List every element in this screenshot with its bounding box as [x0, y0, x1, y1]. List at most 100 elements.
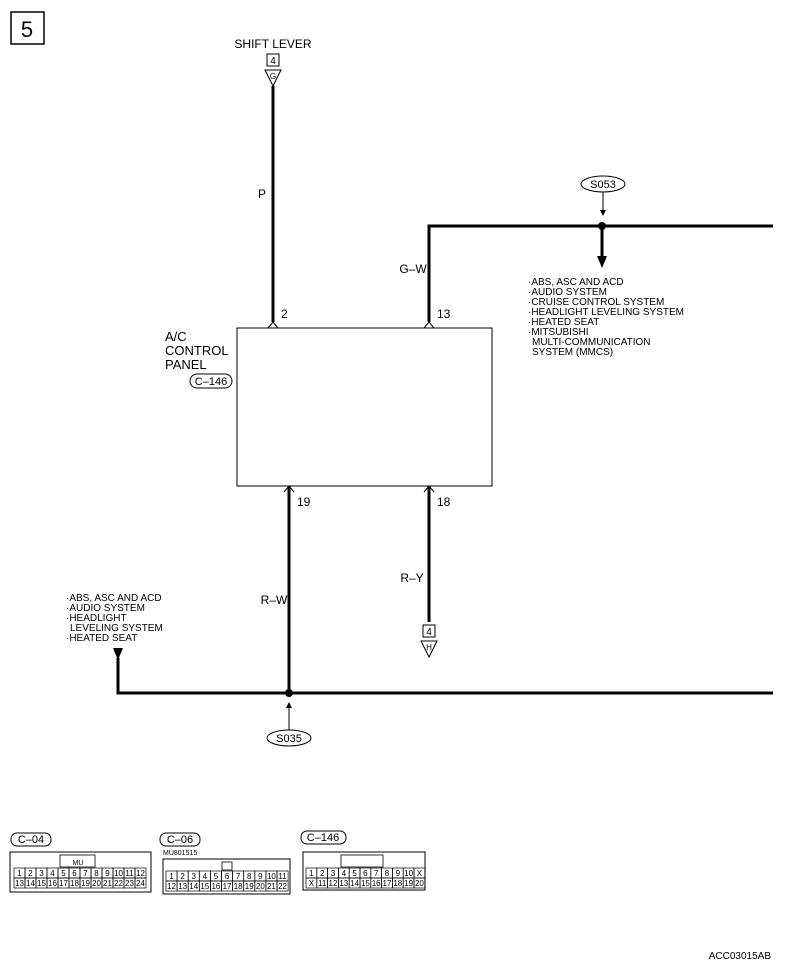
- wire-gw: [427, 224, 773, 322]
- connector-pin-label: 21: [267, 882, 276, 891]
- terminal-h-pin: H: [426, 643, 432, 652]
- pin-2-fork: [267, 321, 279, 329]
- splice-s035-label: S035: [276, 733, 302, 745]
- connector-pin-label: 18: [234, 882, 243, 891]
- connector-pin-label: 16: [48, 879, 57, 888]
- left-list-item: ·HEADLIGHT: [66, 613, 127, 624]
- connector-c-146-latch: [340, 854, 384, 868]
- left-list-item: ·HEATED SEAT: [66, 633, 137, 644]
- connector-pin-label: 6: [225, 872, 230, 881]
- connector-c-146-badge: [300, 830, 347, 845]
- wire-p-label: P: [258, 187, 266, 201]
- connector-pin-label: 19: [81, 879, 90, 888]
- connector-c-146-id: C–146: [307, 832, 339, 844]
- connector-pin-label: 5: [61, 869, 66, 878]
- connector-pin-label: 17: [223, 882, 232, 891]
- connector-pin-label: 8: [247, 872, 252, 881]
- connector-pin-label: 16: [372, 879, 381, 888]
- connector-pin-label: 4: [50, 869, 55, 878]
- wire-ry-label: R–Y: [400, 571, 423, 585]
- connector-pin-label: 11: [318, 879, 327, 888]
- connector-pin-label: 8: [94, 869, 99, 878]
- connector-c-04-badge: [10, 832, 52, 847]
- shift-lever-box-num: 4: [270, 56, 276, 67]
- connector-c-06-shell: [162, 858, 291, 895]
- connector-pin-label: 22: [278, 882, 287, 891]
- connector-pin-cell: [134, 877, 147, 889]
- terminal-h-box: [422, 624, 436, 638]
- panel-connector-badge: [189, 373, 233, 389]
- right-list-item: ·AUDIO SYSTEM: [528, 287, 607, 298]
- connector-pin-label: X: [417, 869, 423, 878]
- connector-pin-label: 19: [404, 879, 413, 888]
- shift-lever-terminal-arrow: [264, 69, 282, 88]
- pin-2-label: 2: [281, 307, 288, 321]
- connector-pin-label: 21: [103, 879, 112, 888]
- ac-control-panel-box: [236, 327, 493, 487]
- wire-gw-label: G–W: [399, 262, 427, 276]
- connector-pin-label: 20: [415, 879, 424, 888]
- panel-label-line1: A/C: [165, 329, 187, 344]
- panel-connector-id: C–146: [195, 376, 227, 388]
- connector-pin-label: 22: [114, 879, 123, 888]
- connector-pin-label: 6: [363, 869, 368, 878]
- connector-pin-label: 12: [329, 879, 338, 888]
- connector-pin-label: X: [309, 879, 315, 888]
- connector-pin-label: 8: [385, 869, 390, 878]
- right-list-item: SYSTEM (MMCS): [532, 347, 613, 358]
- connector-pin-label: 13: [178, 882, 187, 891]
- connector-pin-label: 11: [278, 872, 287, 881]
- right-list-item: MULTI-COMMUNICATION: [532, 337, 651, 348]
- connector-pin-label: 9: [258, 872, 263, 881]
- connector-pin-label: 2: [28, 869, 33, 878]
- connector-pin-cell: [413, 877, 426, 889]
- connector-c-06-id: C–06: [167, 834, 193, 846]
- terminal-h-box-num: 4: [426, 627, 432, 638]
- page-number-box: [10, 11, 45, 45]
- connector-pin-label: 18: [70, 879, 79, 888]
- splice-s035-pointer-head: [286, 702, 292, 708]
- connector-c-04-latch: [59, 854, 96, 868]
- wire-rw-label: R–W: [261, 593, 288, 607]
- connector-pin-label: 3: [192, 872, 197, 881]
- right-list-item: ·ABS, ASC AND ACD: [528, 277, 624, 288]
- connector-pin-label: 2: [320, 869, 325, 878]
- right-list-item: ·HEATED SEAT: [528, 317, 599, 328]
- connector-pin-label: 16: [211, 882, 220, 891]
- connector-pin-label: 3: [331, 869, 336, 878]
- connector-c-06-latch: [221, 861, 233, 871]
- connector-pin-label: 23: [125, 879, 134, 888]
- right-system-list: ·ABS, ASC AND ACD ·AUDIO SYSTEM ·CRUISE …: [528, 277, 684, 358]
- connector-c-06-part: MU801515: [163, 850, 197, 857]
- left-list-item: ·AUDIO SYSTEM: [66, 603, 145, 614]
- left-list-item: ·ABS, ASC AND ACD: [66, 593, 162, 604]
- connector-pin-label: 18: [393, 879, 402, 888]
- pin-13-fork: [423, 321, 435, 329]
- pin-19-label: 19: [297, 495, 311, 509]
- connector-pin-label: 10: [267, 872, 276, 881]
- left-system-list: ·ABS, ASC AND ACD ·AUDIO SYSTEM ·HEADLIG…: [66, 593, 163, 644]
- connector-pin-label: 14: [189, 882, 198, 891]
- connector-pin-label: 14: [26, 879, 35, 888]
- connector-pin-label: 20: [256, 882, 265, 891]
- connector-pin-label: 14: [350, 879, 359, 888]
- shift-lever-box: [266, 53, 280, 67]
- right-list-item: ·HEADLIGHT LEVELING SYSTEM: [528, 307, 684, 318]
- connector-pin-label: 6: [72, 869, 77, 878]
- connector-pin-label: 17: [59, 879, 68, 888]
- connector-c-04-shell: [9, 851, 152, 893]
- splice-s053-label: S053: [590, 179, 616, 191]
- left-branch-arrow: [113, 648, 123, 660]
- connector-pin-label: 1: [169, 872, 174, 881]
- connector-pin-label: 15: [361, 879, 370, 888]
- s053-branch-arrow: [597, 256, 607, 268]
- connector-pin-label: 20: [92, 879, 101, 888]
- connector-pin-label: 10: [114, 869, 123, 878]
- connector-pin-label: 10: [404, 869, 413, 878]
